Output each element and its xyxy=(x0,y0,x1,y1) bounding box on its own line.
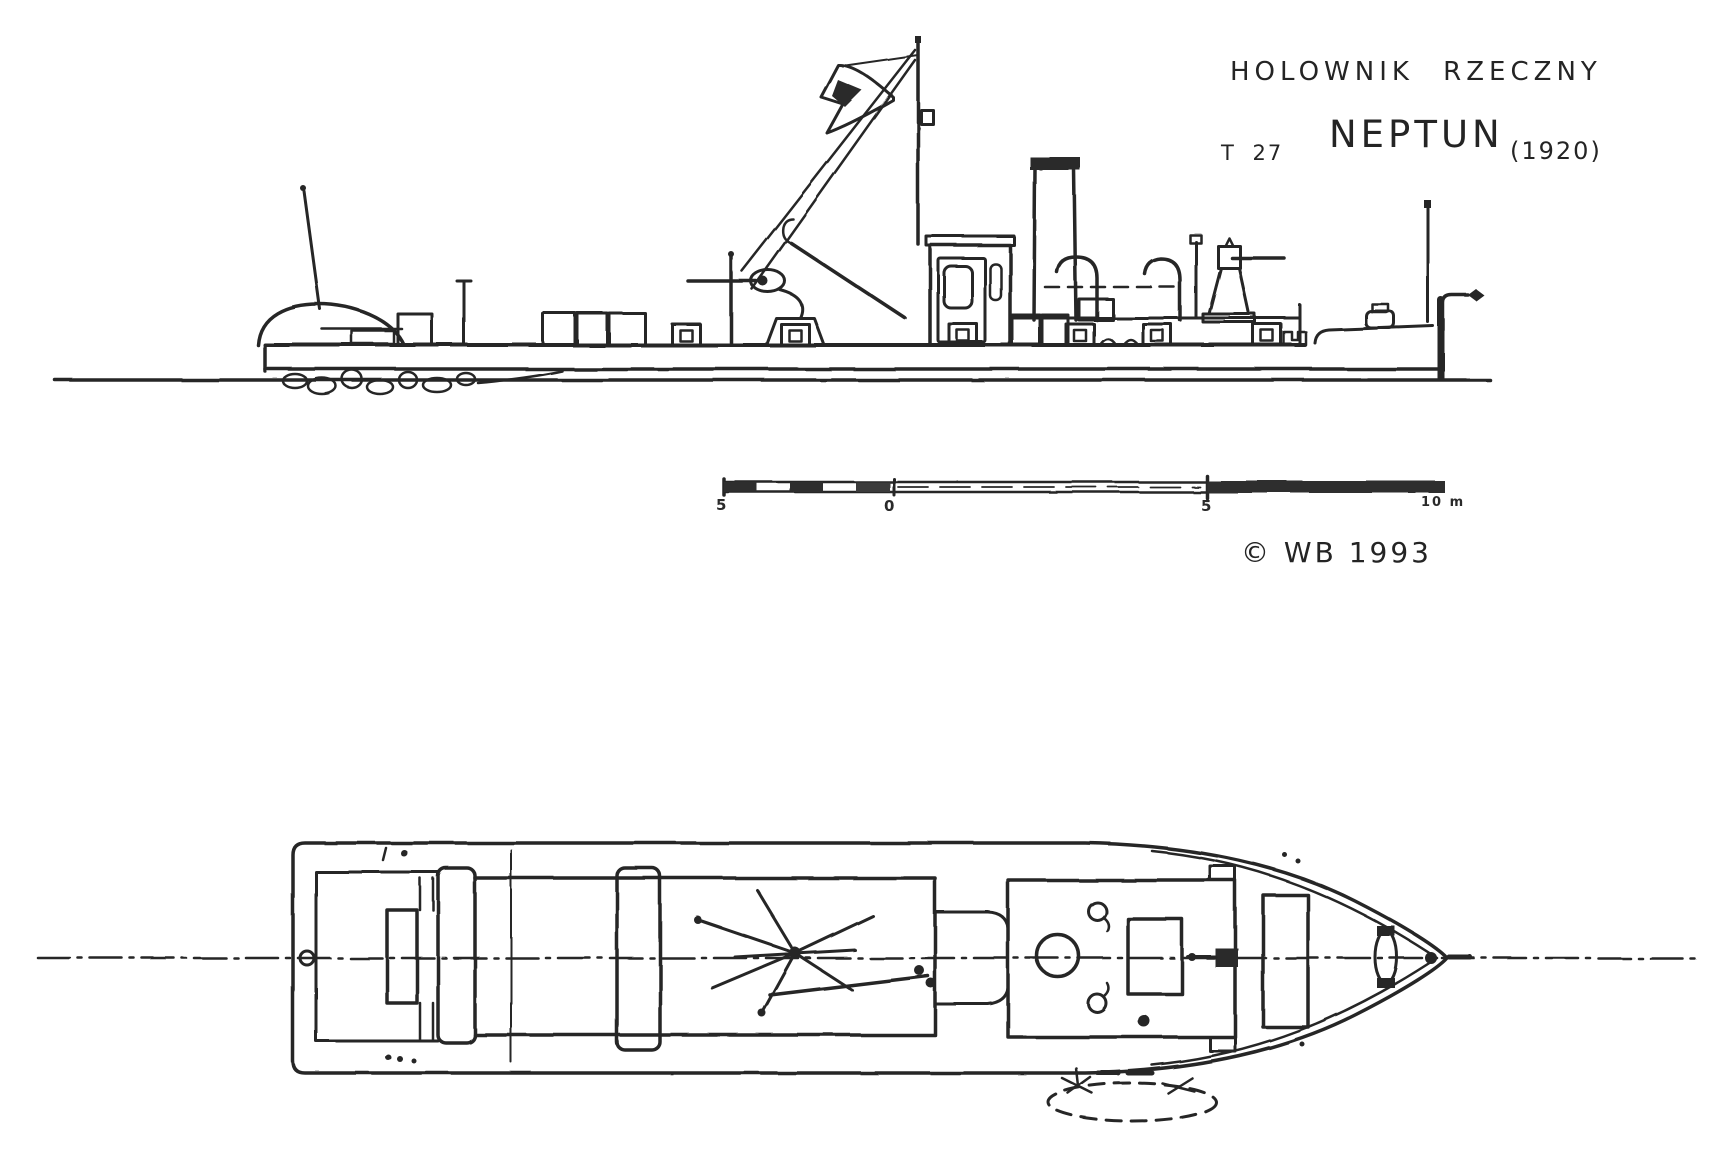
wheelhouse xyxy=(924,234,1016,347)
stern-dome xyxy=(256,302,406,347)
scale-label-left-5: 5 xyxy=(716,496,727,514)
cowl-vents xyxy=(1043,255,1182,347)
rigging-and-boom xyxy=(740,48,917,320)
hull-profile xyxy=(263,296,1445,382)
scale-label-zero: 0 xyxy=(884,497,895,515)
telegraph-post xyxy=(1188,233,1203,320)
scale-label-right-5: 5 xyxy=(1201,497,1212,515)
title-year: (1920) xyxy=(1510,137,1602,165)
title-designation: T 27 xyxy=(1221,141,1284,165)
stern-rudder-propeller xyxy=(281,368,564,396)
flag xyxy=(819,54,919,135)
plan-view xyxy=(36,841,1704,1123)
scale-label-10m: 10 m xyxy=(1421,495,1466,510)
bulwark-chocks xyxy=(670,303,1308,347)
bow-fairlead-pipe xyxy=(1441,289,1484,332)
side-view xyxy=(53,36,1492,396)
plan-windlass xyxy=(1373,926,1399,988)
plan-anchor xyxy=(694,888,875,1017)
plan-deck-dots xyxy=(1282,852,1305,1047)
plan-fore-hatch xyxy=(1261,893,1310,1029)
plan-bow-gun-top xyxy=(1186,948,1238,967)
machine-gun-aft xyxy=(686,268,826,347)
deck-boxes xyxy=(396,311,1070,347)
plan-hatch-strips xyxy=(436,849,662,1063)
title-type-label: HOLOWNIK RZECZNY xyxy=(1230,57,1602,87)
plan-bow-fitting xyxy=(1425,952,1473,964)
mast xyxy=(915,36,935,246)
bow-gun xyxy=(1201,236,1286,324)
plan-deckhouse xyxy=(473,876,937,1037)
bow-winch xyxy=(1364,302,1396,330)
deck-posts xyxy=(455,251,734,347)
scale-bar xyxy=(722,474,1445,500)
funnel xyxy=(1030,157,1080,322)
copyright-note: © WB 1993 xyxy=(1241,536,1432,569)
plan-boom xyxy=(768,965,936,997)
stern-flagstaff xyxy=(300,185,322,311)
title-ship-name: NEPTUN xyxy=(1329,113,1504,156)
plan-stern-details xyxy=(298,846,440,1064)
plan-dinghy-dashed xyxy=(1046,1066,1218,1123)
jackstaff xyxy=(1424,200,1431,324)
